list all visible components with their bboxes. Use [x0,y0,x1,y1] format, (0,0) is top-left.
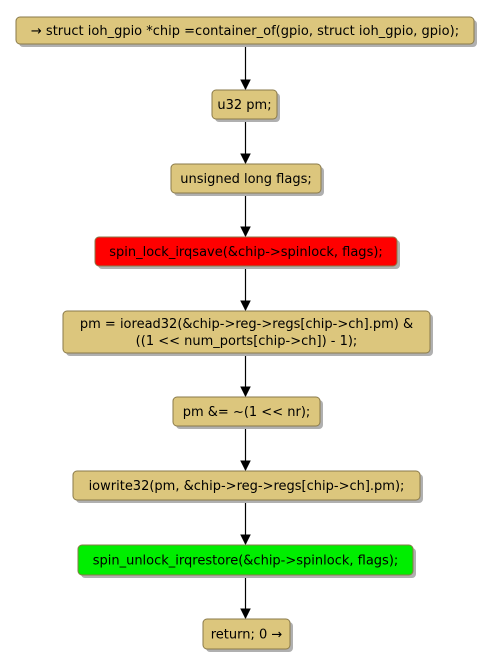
node-label: pm = ioread32(&chip->reg->regs[chip->ch]… [80,317,413,332]
node-label: u32 pm; [217,98,271,113]
flow-node-8: spin_unlock_irqrestore(&chip->spinlock, … [77,544,416,578]
node-box [77,544,414,576]
flow-node-7: iowrite32(pm, &chip->reg->regs[chip->ch]… [72,470,423,503]
node-box [211,89,278,120]
node-box [170,163,322,194]
flow-node-9: return; 0 → [202,618,293,652]
flow-node-4: spin_lock_irqsave(&chip->spinlock, flags… [94,236,400,269]
node-box [15,16,475,45]
node-box [202,618,291,650]
node-label: spin_unlock_irqrestore(&chip->spinlock, … [93,554,399,569]
node-label: → struct ioh_gpio *chip =container_of(gp… [31,24,459,39]
node-label: iowrite32(pm, &chip->reg->regs[chip->ch]… [89,479,405,494]
node-label: unsigned long flags; [180,172,312,187]
node-box [94,236,398,267]
flow-node-5: pm = ioread32(&chip->reg->regs[chip->ch]… [62,310,433,356]
node-box [72,470,421,501]
flow-node-2: u32 pm; [211,89,280,122]
node-label: spin_lock_irqsave(&chip->spinlock, flags… [109,245,383,260]
flow-node-1: → struct ioh_gpio *chip =container_of(gp… [15,16,477,47]
node-box [172,396,321,427]
node-label: ((1 << num_ports[chip->ch]) - 1); [136,334,358,349]
node-label: return; 0 → [211,628,283,643]
node-box [62,310,431,354]
flow-node-3: unsigned long flags; [170,163,324,196]
flow-node-6: pm &= ~(1 << nr); [172,396,323,429]
node-label: pm &= ~(1 << nr); [183,405,311,420]
